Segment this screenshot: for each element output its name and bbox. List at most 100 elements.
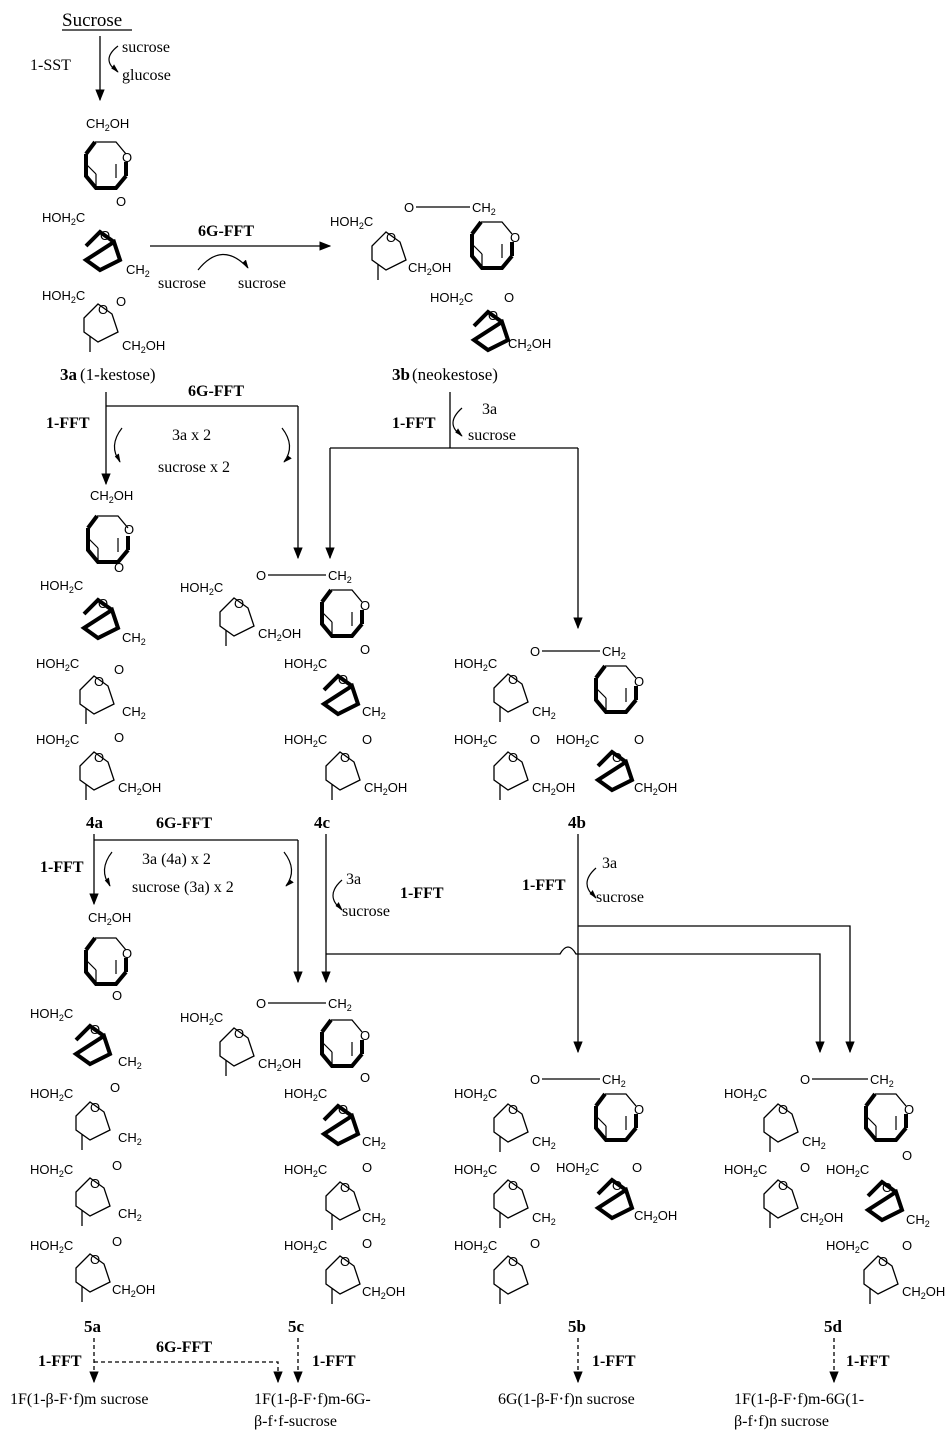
arrow-5a-to-5c-product	[94, 1362, 278, 1382]
svg-text:CH2: CH2	[328, 996, 352, 1013]
svg-text:CH2OH: CH2OH	[532, 780, 575, 797]
svg-text:O: O	[362, 732, 372, 747]
svg-text:HOH2C: HOH2C	[30, 1238, 73, 1255]
svg-text:HOH2C: HOH2C	[826, 1238, 869, 1255]
svg-text:O: O	[882, 1180, 892, 1195]
svg-text:O: O	[902, 1148, 912, 1163]
svg-text:O: O	[116, 294, 126, 309]
label-6g-fft-4: 6G-FFT	[156, 1339, 212, 1356]
label-6g-fft-2: 6G-FFT	[188, 383, 244, 400]
svg-text:O: O	[340, 1180, 350, 1195]
label-1-fft-2: 1-FFT	[392, 415, 436, 432]
label-5d: 5d	[824, 1317, 843, 1336]
label-sst-sucrose-in: sucrose	[122, 39, 170, 56]
svg-text:O: O	[94, 750, 104, 765]
svg-text:O: O	[634, 674, 644, 689]
svg-text:HOH2C: HOH2C	[330, 214, 373, 231]
svg-text:O: O	[612, 1178, 622, 1193]
svg-text:HOH2C: HOH2C	[454, 732, 497, 749]
svg-text:O: O	[122, 150, 132, 165]
svg-text:O: O	[256, 996, 266, 1011]
svg-text:O: O	[778, 1178, 788, 1193]
label-4a: 4a	[86, 813, 104, 832]
label-4b: 4b	[568, 813, 586, 832]
svg-text:CH2: CH2	[118, 1054, 142, 1071]
svg-text:HOH2C: HOH2C	[454, 656, 497, 673]
svg-text:O: O	[98, 302, 108, 317]
svg-text:HOH2C: HOH2C	[42, 210, 85, 227]
svg-text:HOH2C: HOH2C	[556, 732, 599, 749]
label-sucrose-out-1: sucrose	[238, 275, 286, 292]
svg-text:HOH2C: HOH2C	[454, 1086, 497, 1103]
svg-text:O: O	[256, 568, 266, 583]
svg-text:O: O	[110, 1080, 120, 1095]
svg-text:CH2: CH2	[870, 1072, 894, 1089]
svg-text:CH2: CH2	[602, 1072, 626, 1089]
structure-3a: CH2OH O O HOH2C O CH2 O HOH2C O CH2OH	[42, 116, 165, 355]
svg-text:CH2: CH2	[472, 200, 496, 217]
svg-text:HOH2C: HOH2C	[30, 1006, 73, 1023]
svg-text:HOH2C: HOH2C	[724, 1086, 767, 1103]
svg-text:O: O	[800, 1160, 810, 1175]
svg-text:O: O	[116, 194, 126, 209]
svg-text:O: O	[508, 672, 518, 687]
svg-text:CH2OH: CH2OH	[634, 1208, 677, 1225]
product-5d-line2: β-f⋅f)n sucrose	[734, 1413, 829, 1430]
svg-text:O: O	[112, 988, 122, 1003]
svg-text:CH2OH: CH2OH	[508, 336, 551, 353]
svg-text:O: O	[504, 290, 514, 305]
svg-text:O: O	[338, 672, 348, 687]
svg-text:CH2OH: CH2OH	[258, 1056, 301, 1073]
label-3b-name: (neokestose)	[412, 365, 498, 384]
svg-text:HOH2C: HOH2C	[284, 1238, 327, 1255]
svg-text:O: O	[112, 1158, 122, 1173]
svg-text:CH2: CH2	[906, 1212, 930, 1229]
arrow-4c-to-5d	[578, 954, 820, 1052]
svg-text:HOH2C: HOH2C	[284, 732, 327, 749]
svg-text:CH2OH: CH2OH	[86, 116, 129, 133]
svg-text:CH2OH: CH2OH	[408, 260, 451, 277]
svg-text:HOH2C: HOH2C	[454, 1162, 497, 1179]
svg-text:O: O	[634, 1102, 644, 1117]
svg-text:O: O	[508, 1102, 518, 1117]
structure-4b: HOH2C O O CH2 CH2 O HOH2C O CH2OH O O HO…	[454, 644, 677, 800]
label-1-fft-4: 1-FFT	[400, 885, 444, 902]
svg-text:O: O	[360, 642, 370, 657]
svg-text:CH2: CH2	[532, 704, 556, 721]
label-4c: 4c	[314, 813, 331, 832]
label-1-fft-7: 1-FFT	[312, 1353, 356, 1370]
product-5b: 6G(1-β-F⋅f)n sucrose	[498, 1391, 635, 1408]
label-sucrose-x2: sucrose x 2	[158, 459, 230, 476]
label-sucrose-start: Sucrose	[62, 10, 122, 31]
label-1-fft-9: 1-FFT	[846, 1353, 890, 1370]
svg-text:CH2: CH2	[118, 1130, 142, 1147]
svg-text:HOH2C: HOH2C	[180, 580, 223, 597]
svg-text:O: O	[508, 1178, 518, 1193]
svg-text:O: O	[488, 308, 498, 323]
svg-text:HOH2C: HOH2C	[30, 1162, 73, 1179]
svg-text:HOH2C: HOH2C	[724, 1162, 767, 1179]
label-3a-in-3: 3a	[602, 855, 617, 872]
svg-text:CH2OH: CH2OH	[90, 488, 133, 505]
label-3a-in-1: 3a	[482, 401, 497, 418]
label-3a-x2: 3a x 2	[172, 427, 211, 444]
svg-text:HOH2C: HOH2C	[42, 288, 85, 305]
product-5c-line1: 1F(1-β-F⋅f)m-6G-	[254, 1391, 371, 1408]
svg-text:HOH2C: HOH2C	[284, 1086, 327, 1103]
label-3a: 3a	[60, 365, 78, 384]
svg-text:O: O	[612, 750, 622, 765]
svg-text:CH2: CH2	[122, 630, 146, 647]
svg-text:CH2: CH2	[118, 1206, 142, 1223]
svg-text:CH2: CH2	[328, 568, 352, 585]
svg-text:CH2OH: CH2OH	[118, 780, 161, 797]
svg-text:CH2: CH2	[362, 1134, 386, 1151]
svg-text:CH2OH: CH2OH	[112, 1282, 155, 1299]
product-5c-line2: β-f⋅f-sucrose	[254, 1413, 337, 1430]
svg-text:CH2: CH2	[802, 1134, 826, 1151]
label-1-fft-3: 1-FFT	[40, 859, 84, 876]
arrow-4b-to-5d	[578, 926, 850, 1052]
svg-text:O: O	[800, 1072, 810, 1087]
structure-5b: HOH2C O O CH2 CH2 O HOH2C O CH2 O HOH2C …	[454, 1072, 677, 1304]
svg-text:O: O	[112, 1234, 122, 1249]
